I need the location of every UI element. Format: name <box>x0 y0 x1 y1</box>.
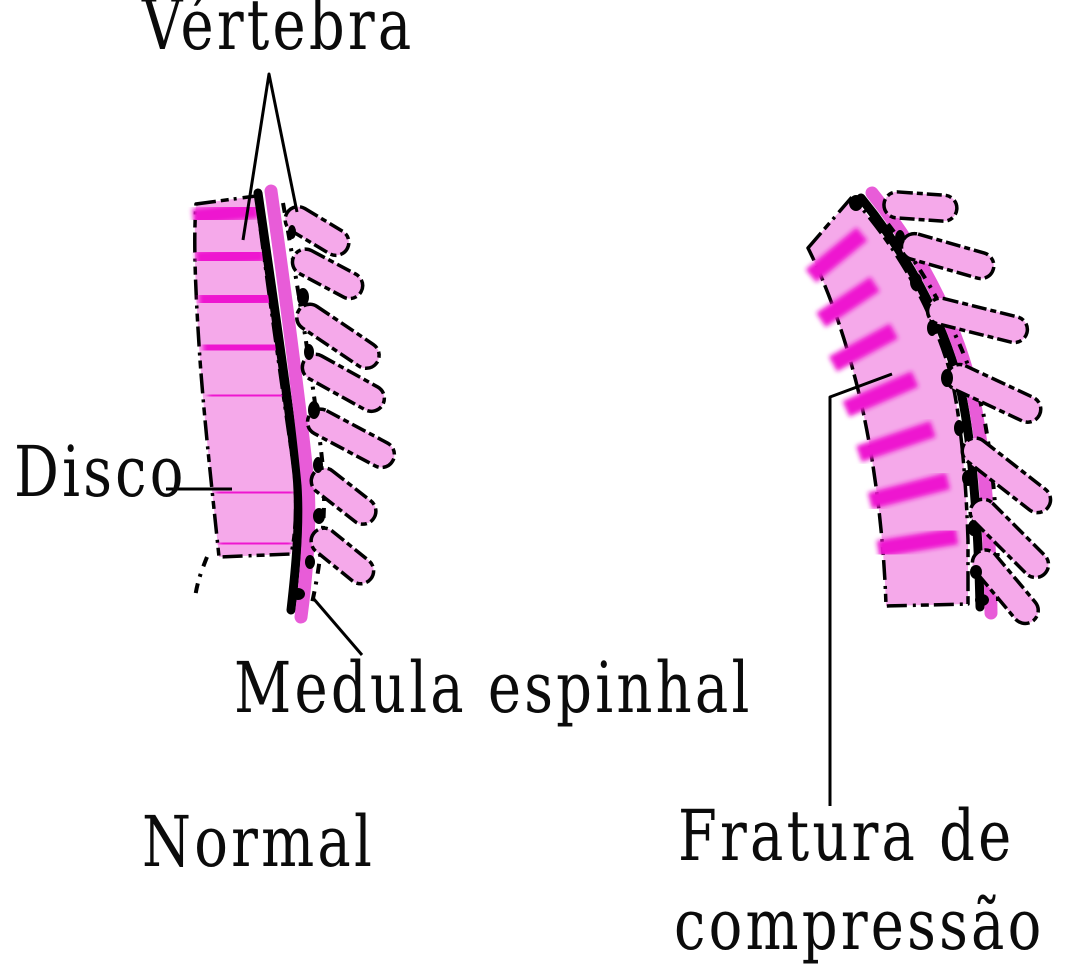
disc-band <box>856 420 936 463</box>
facet-mark <box>308 401 320 419</box>
spinous-process <box>960 436 1053 515</box>
disc-band <box>867 472 951 510</box>
spinous-process <box>970 548 1040 626</box>
facet-mark <box>962 470 974 486</box>
spinous-process <box>283 204 351 258</box>
spinous-process <box>309 526 376 586</box>
facet-mark <box>941 369 953 387</box>
disc-band <box>195 245 265 268</box>
disc-band <box>218 534 293 553</box>
label-medula-espinhal: Medula espinhal <box>234 647 753 729</box>
normal-spine-illustration <box>192 184 397 624</box>
facet-mark <box>968 520 978 536</box>
disc-band <box>198 288 272 310</box>
spinous-process <box>300 352 387 414</box>
facet-mark <box>291 588 305 600</box>
facet-mark <box>970 565 982 579</box>
spinous-process <box>309 466 378 526</box>
facet-mark <box>910 273 922 291</box>
spinal-cord-stripe <box>264 184 316 624</box>
caption-fratura-line2: compressão <box>674 884 1045 966</box>
caption-normal: Normal <box>142 801 376 883</box>
facet-mark <box>954 420 964 436</box>
caption-fratura-line1: Fratura de <box>678 795 1015 877</box>
facet-mark <box>313 508 325 524</box>
facet-mark <box>297 288 309 306</box>
facet-mark <box>304 344 314 360</box>
facet-mark <box>927 320 937 336</box>
disc-band <box>202 337 280 358</box>
disc-band <box>828 323 899 372</box>
facet-mark <box>849 195 863 211</box>
spinal-canal-line <box>253 188 303 615</box>
vertebra-pointer-lines <box>241 72 299 241</box>
facet-mark <box>313 457 323 473</box>
medula-leader-line <box>311 597 364 656</box>
spinous-process <box>925 296 1030 345</box>
spinous-process <box>882 190 959 223</box>
spinous-process <box>295 302 381 371</box>
facet-mark <box>288 225 296 239</box>
fracture-spine-illustration <box>805 186 1053 626</box>
posterior-outline <box>886 222 1001 602</box>
fratura-leader-line <box>828 372 893 806</box>
facet-mark <box>975 594 989 606</box>
disc-band <box>805 227 868 283</box>
disc-band <box>215 483 295 502</box>
disc-band <box>876 527 959 558</box>
disc-band <box>816 276 880 328</box>
disc-band <box>842 371 919 417</box>
spinous-process <box>305 407 397 470</box>
label-disco: Disco <box>14 431 187 513</box>
disc-band <box>207 386 287 405</box>
facet-mark <box>305 555 315 569</box>
lower-outline <box>193 556 209 599</box>
facet-mark <box>895 230 905 246</box>
label-vertebra: Vértebra <box>142 0 415 66</box>
